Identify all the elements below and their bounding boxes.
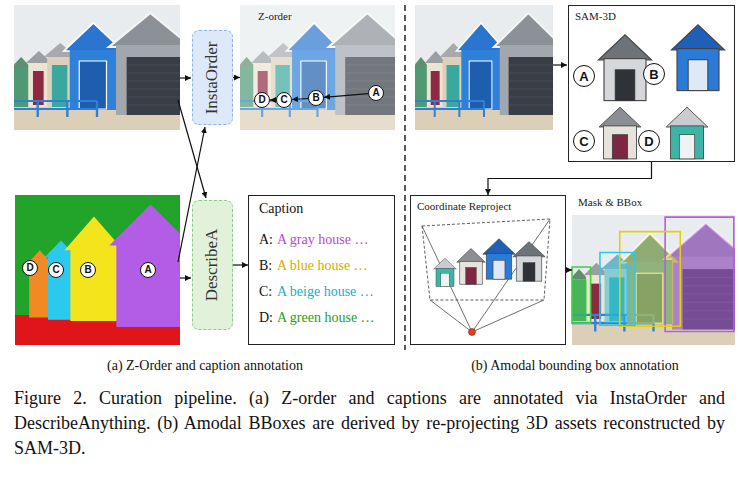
callout-letter: A xyxy=(144,265,151,275)
callout-letter: A xyxy=(372,88,379,98)
flow-arrow xyxy=(233,77,240,78)
caption-box: CaptionA:A gray house … B: A blue house … C… xyxy=(248,195,395,345)
callout-circle: B xyxy=(643,63,665,85)
panel-heading: Caption xyxy=(259,201,303,218)
callout-letter: A xyxy=(579,70,588,83)
callout-letter: C xyxy=(52,265,59,275)
callout-letter: D xyxy=(26,263,33,273)
asset-box: SAM-3D A B C D xyxy=(568,5,735,162)
callout-circle: C xyxy=(276,92,292,108)
panel-heading: Coordinate Reproject xyxy=(417,200,511,213)
caption-key: C: xyxy=(259,284,272,301)
callout-circle: A xyxy=(140,262,156,278)
image-panel: Mask & BBox xyxy=(572,195,735,345)
panel-heading: Mask & BBox xyxy=(578,196,642,209)
callout-letter: C xyxy=(280,95,287,105)
method-box: DescribeA xyxy=(192,200,233,330)
subfigure-label: (b) Amodal bounding box annotation xyxy=(471,358,679,374)
callout-circle: A xyxy=(573,65,595,87)
method-name: InstaOrder xyxy=(203,41,223,114)
flow-arrows xyxy=(178,65,567,278)
caption-key: B: xyxy=(259,258,272,275)
input-photos xyxy=(12,5,563,345)
callout-circle: A xyxy=(368,85,384,101)
panel-heading: SAM-3D xyxy=(575,10,616,23)
mask-bbox-image xyxy=(570,215,739,345)
divider xyxy=(404,5,406,350)
reprojection-box: Coordinate Reproject xyxy=(410,195,566,345)
callout-letter: B xyxy=(649,68,658,81)
sam3d-assets xyxy=(598,25,724,159)
callout-circle: C xyxy=(48,262,64,278)
flow-arrow xyxy=(324,94,368,98)
callout-circle: D xyxy=(254,92,270,108)
callout-letter: B xyxy=(84,265,91,275)
caption-text: A gray house … xyxy=(277,232,368,249)
panel-heading: Z-order xyxy=(258,10,292,23)
method-name: DescribeA xyxy=(203,229,223,302)
callout-circle: D xyxy=(638,130,660,152)
callout-letter: D xyxy=(644,135,653,148)
figure-caption: Figure 2. Curation pipeline. (a) Z-order… xyxy=(14,386,725,461)
flow-arrow xyxy=(488,162,652,195)
flow-arrow xyxy=(233,264,248,265)
caption-key: D: xyxy=(259,310,273,327)
callout-circle: C xyxy=(573,130,595,152)
callout-circle: B xyxy=(308,90,324,106)
method-box: InstaOrder xyxy=(192,30,233,125)
callout-circle: D xyxy=(22,260,38,276)
caption-text: A blue house … xyxy=(277,258,368,275)
reprojection-sketch xyxy=(422,219,550,336)
callout-letter: D xyxy=(258,95,265,105)
caption-text: A beige house … xyxy=(277,284,374,301)
callout-letter: B xyxy=(312,93,319,103)
callout-letter: C xyxy=(579,135,588,148)
caption-text: A green house … xyxy=(277,310,375,327)
image-panel: Z-orderD C B A xyxy=(240,5,395,130)
subfigure-label: (a) Z-Order and caption annotation xyxy=(107,358,303,374)
callout-circle: B xyxy=(80,262,96,278)
caption-key: A: xyxy=(259,232,273,249)
flow-arrow xyxy=(566,269,572,270)
flow-arrow xyxy=(292,98,308,99)
